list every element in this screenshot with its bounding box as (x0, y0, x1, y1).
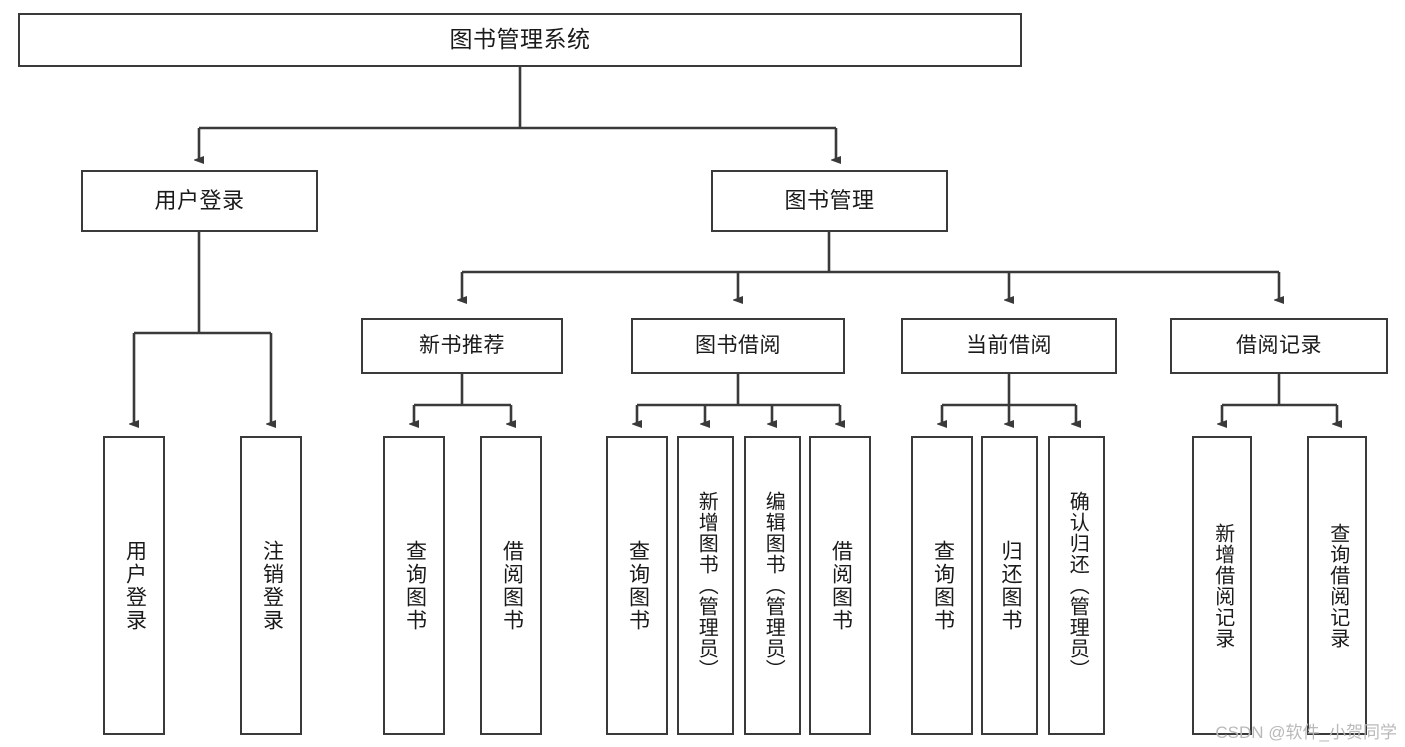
leaf-new-book-query[interactable]: 查询图书 (383, 436, 445, 735)
node-label: 新增借阅记录 (1211, 522, 1234, 649)
node-borrow-record[interactable]: 借阅记录 (1170, 318, 1388, 374)
leaf-current-confirm-return-admin[interactable]: 确认归还（管理员） (1048, 436, 1105, 735)
node-book-management[interactable]: 图书管理 (711, 170, 948, 232)
leaf-borrow-borrow-book[interactable]: 借阅图书 (809, 436, 871, 735)
node-new-book-recommend[interactable]: 新书推荐 (361, 318, 563, 374)
node-label: 查询图书 (403, 539, 427, 632)
node-label: 用户登录 (154, 188, 245, 214)
node-root-system[interactable]: 图书管理系统 (18, 13, 1022, 67)
leaf-borrow-add-book-admin[interactable]: 新增图书（管理员） (677, 436, 734, 735)
leaf-current-return-book[interactable]: 归还图书 (981, 436, 1038, 735)
leaf-record-query-record[interactable]: 查询借阅记录 (1307, 436, 1367, 735)
leaf-user-login-login[interactable]: 用户登录 (103, 436, 165, 735)
node-book-borrow[interactable]: 图书借阅 (631, 318, 845, 374)
node-label: 图书管理 (784, 188, 875, 214)
leaf-record-add-record[interactable]: 新增借阅记录 (1192, 436, 1252, 735)
watermark-text: CSDN @软件_小贺同学 (1215, 723, 1397, 742)
node-label: 新增图书（管理员） (695, 491, 718, 680)
node-current-borrow[interactable]: 当前借阅 (901, 318, 1117, 374)
node-label: 查询图书 (626, 539, 650, 632)
leaf-borrow-edit-book-admin[interactable]: 编辑图书（管理员） (744, 436, 801, 735)
node-label: 归还图书 (998, 539, 1022, 632)
node-label: 图书借阅 (695, 333, 781, 357)
node-label: 借阅图书 (500, 539, 524, 632)
leaf-current-query-book[interactable]: 查询图书 (911, 436, 973, 735)
node-label: 编辑图书（管理员） (762, 491, 785, 680)
node-label: 图书管理系统 (449, 26, 591, 53)
leaf-borrow-query-book[interactable]: 查询图书 (606, 436, 668, 735)
node-label: 注销登录 (260, 539, 284, 632)
node-label: 查询借阅记录 (1326, 522, 1349, 649)
node-user-login[interactable]: 用户登录 (81, 170, 318, 232)
leaf-user-login-logout[interactable]: 注销登录 (240, 436, 302, 735)
node-label: 借阅图书 (829, 539, 853, 632)
node-label: 用户登录 (123, 539, 147, 632)
node-label: 查询图书 (931, 539, 955, 632)
leaf-new-book-borrow[interactable]: 借阅图书 (480, 436, 542, 735)
node-label: 当前借阅 (966, 333, 1052, 357)
node-label: 借阅记录 (1236, 333, 1322, 357)
node-label: 新书推荐 (419, 333, 505, 357)
node-label: 确认归还（管理员） (1066, 491, 1089, 680)
